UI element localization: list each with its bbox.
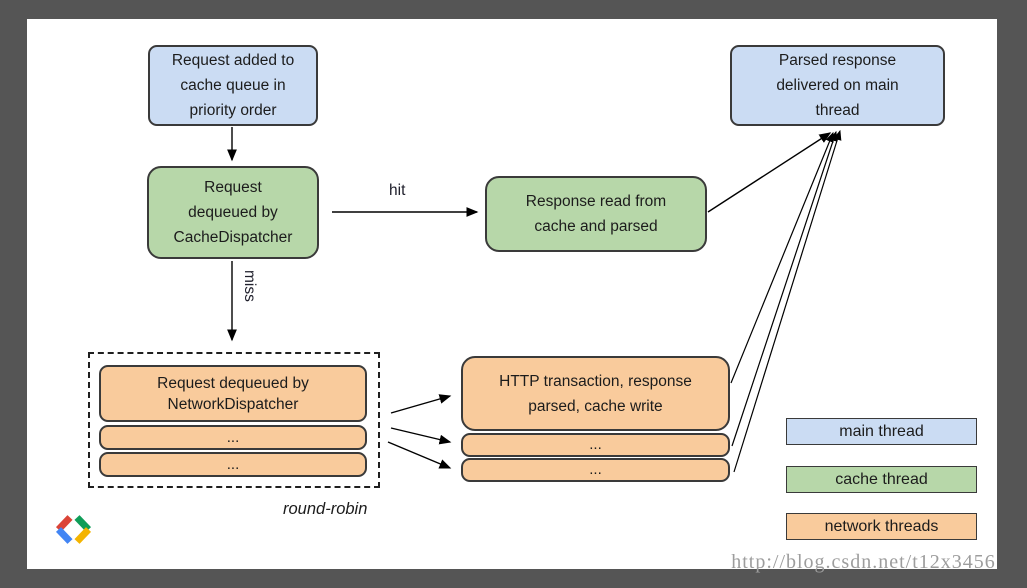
node-cache-read: Response read from cache and parsed [485, 176, 707, 252]
legend-cache-thread: cache thread [786, 466, 977, 493]
hit-label: hit [389, 182, 406, 199]
watermark-text: http://blog.csdn.net/t12x3456 [731, 551, 996, 573]
legend-network-threads: network threads [786, 513, 977, 540]
node-network-dispatcher: Request dequeued by NetworkDispatcher [99, 365, 367, 422]
node-network-queue-3: ... [99, 452, 367, 477]
legend-main-thread: main thread [786, 418, 977, 445]
node-network-queue-2: ... [99, 425, 367, 450]
logo-blue-stroke [55, 527, 73, 544]
logo-green-stroke [74, 515, 92, 532]
round-robin-label: round-robin [283, 500, 368, 518]
network-dispatcher-pool-group [88, 352, 380, 488]
logo-red-stroke [55, 515, 73, 532]
logo-yellow-stroke [74, 527, 92, 544]
google-developers-logo-icon [55, 515, 92, 544]
node-http-transaction-3: ... [461, 458, 730, 482]
node-parsed-delivered: Parsed response delivered on main thread [730, 45, 945, 126]
node-http-transaction-2: ... [461, 433, 730, 457]
miss-label: miss [241, 270, 258, 302]
node-cache-dispatcher: Request dequeued by CacheDispatcher [147, 166, 319, 259]
node-http-transaction: HTTP transaction, response parsed, cache… [461, 356, 730, 431]
node-request-added: Request added to cache queue in priority… [148, 45, 318, 126]
